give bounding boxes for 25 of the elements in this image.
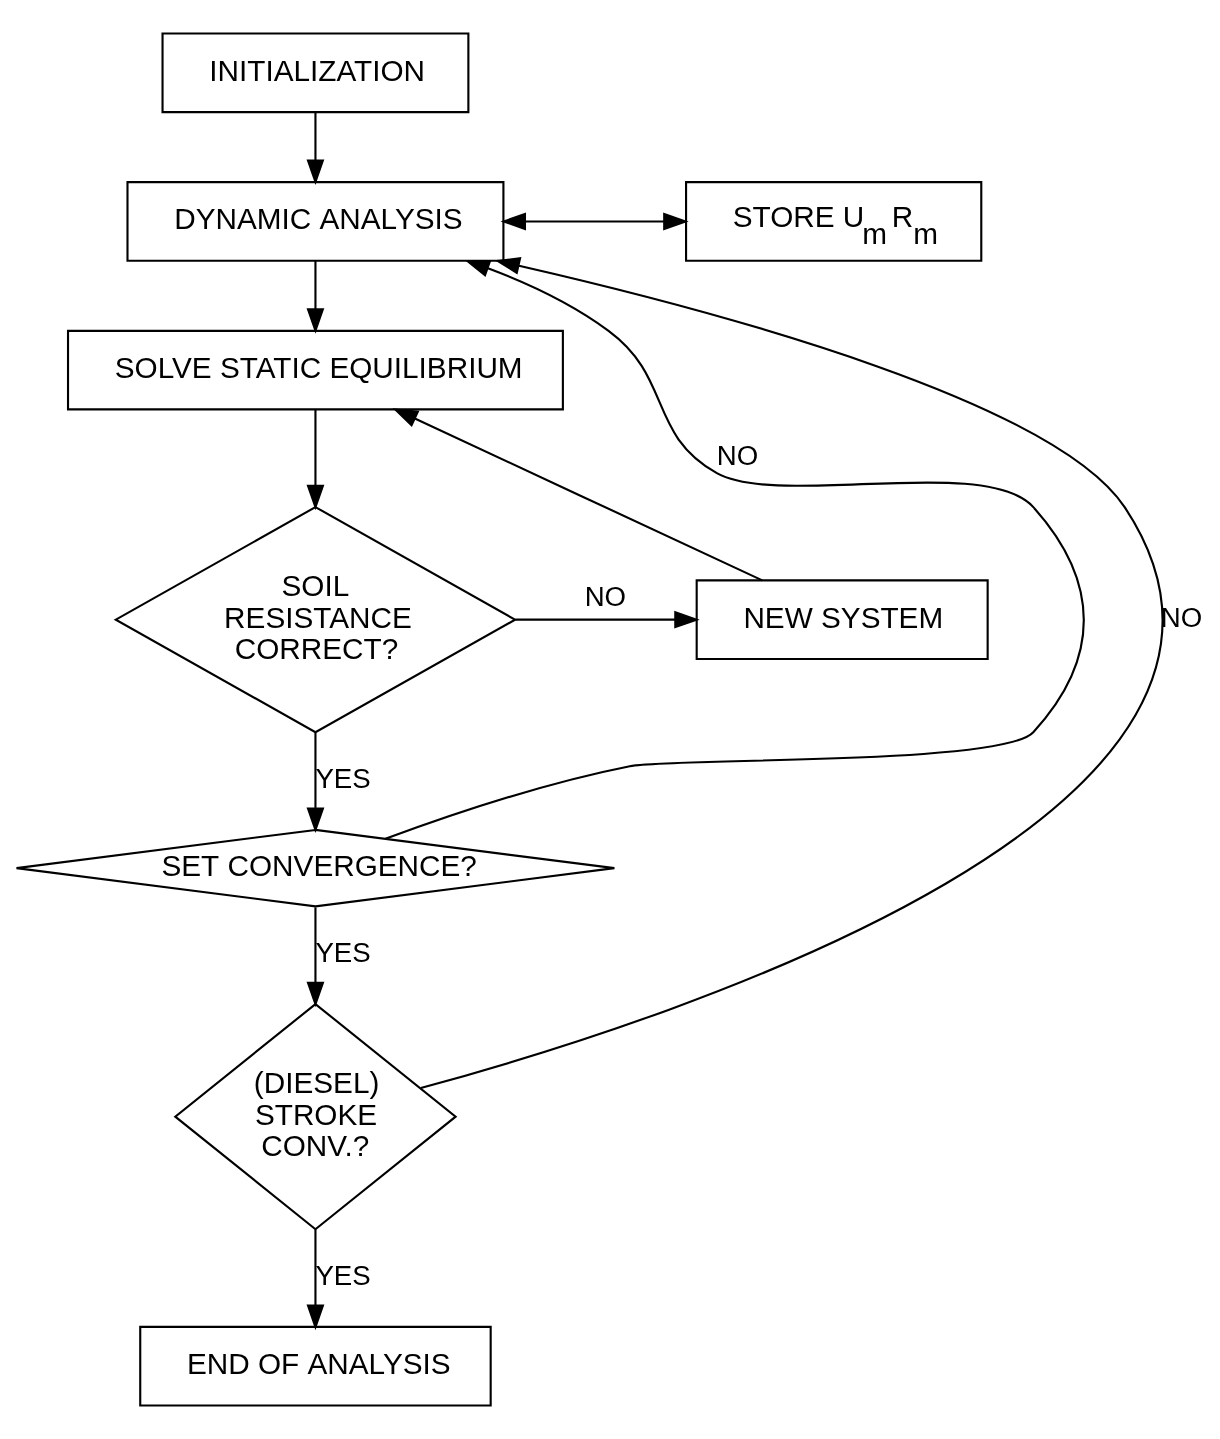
- arrow: [420, 257, 1161, 1090]
- arrow: [500, 212, 689, 231]
- arrow: [306, 112, 325, 185]
- node-box: END OF ANALYSIS: [139, 1325, 492, 1407]
- node-box: DYNAMIC ANALYSIS: [126, 181, 505, 262]
- arrow: [306, 260, 325, 334]
- arrow: [306, 1229, 325, 1331]
- node-diamond: SET CONVERGENCE?: [15, 828, 616, 908]
- arrow: [306, 907, 325, 1008]
- arrow: [392, 408, 763, 582]
- edge-label: YES: [315, 937, 371, 969]
- arrow: [385, 259, 1085, 840]
- edge-label: NO: [584, 580, 627, 612]
- edge-label: YES: [315, 1260, 371, 1292]
- node-box: SOLVE STATIC EQUILIBRIUM: [66, 329, 564, 411]
- edge-label: YES: [315, 763, 371, 795]
- arrow: [306, 732, 325, 834]
- arrow: [515, 610, 700, 629]
- node-diamond: (DIESEL) STROKE CONV.?: [173, 1002, 458, 1231]
- edge-label: NO: [1160, 601, 1203, 633]
- node-diamond: SOIL RESISTANCE CORRECT?: [113, 505, 518, 734]
- arrow: [306, 409, 325, 511]
- edge-label: NO: [716, 440, 759, 472]
- node-box: INITIALIZATION: [161, 32, 470, 114]
- node-box: NEW SYSTEM: [695, 579, 989, 661]
